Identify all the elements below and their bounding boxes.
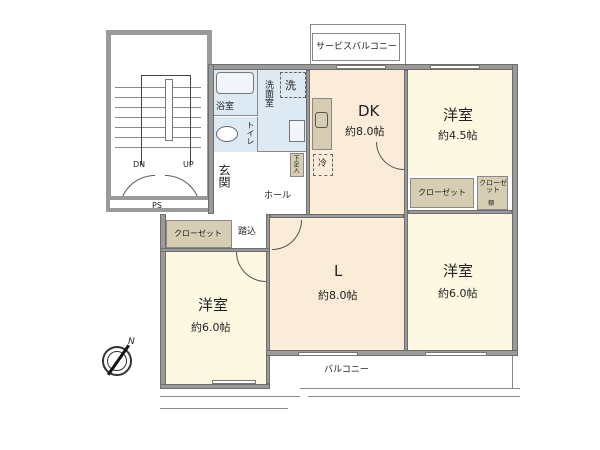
western-room-ne-area: 約4.5帖 [438,129,478,142]
western-room-sw-area: 約6.0帖 [191,321,231,334]
compass-north-label: N [128,337,135,347]
western-room-ne-label: 洋室 [443,106,474,124]
entrance [214,152,254,222]
fridge-label: 冷 [318,159,328,169]
western-room-se-area: 約6.0帖 [438,287,478,300]
dk-area: 約8.0帖 [345,125,385,138]
toilet-icon [216,126,238,142]
western-room-se-label: 洋室 [443,262,474,280]
closet-small-shelf: 棚 [488,200,495,207]
closet-west-label: クローゼット [174,229,222,238]
hall-label: ホール [264,191,292,201]
compass-icon [102,344,132,376]
western-room-ne [408,70,512,176]
closet-west[interactable] [166,220,232,248]
bathtub-icon [216,72,254,94]
bathroom-label: 浴室 [216,102,235,112]
stove-icon [315,112,328,128]
fridge-space [313,154,333,176]
western-room-sw-label: 洋室 [198,296,229,314]
stair-up-label: UP [183,160,194,169]
stairwell: DN UP [106,30,212,211]
pipe-space-label: PS [152,201,162,210]
laundry-space [280,72,306,98]
entrance-label: 玄関 [217,164,231,188]
western-room-se [408,214,512,350]
shoe-storage [290,153,304,177]
stair-down-label: DN [133,160,146,169]
closet-small[interactable] [477,176,508,210]
toilet-label: トイレ [246,121,255,145]
closet-small-label: クローゼット [479,179,507,194]
living-area: 約8.0帖 [318,289,358,302]
service-balcony-label: サービスバルコニー [316,42,397,52]
balcony [160,356,520,416]
balcony-label: バルコニー [324,365,369,375]
closet-center[interactable] [410,178,474,208]
laundry-label: 洗 [285,79,296,92]
closet-center-label: クローゼット [418,188,466,197]
kitchen-counter [312,98,332,150]
living-label: L [334,262,343,280]
washroom-label: 洗面室 [263,80,273,107]
sink-icon [289,120,305,142]
dk-label: DK [358,102,380,120]
step-in-label: 踏込 [238,227,257,237]
shoe-storage-label: 下足入 [292,155,299,173]
